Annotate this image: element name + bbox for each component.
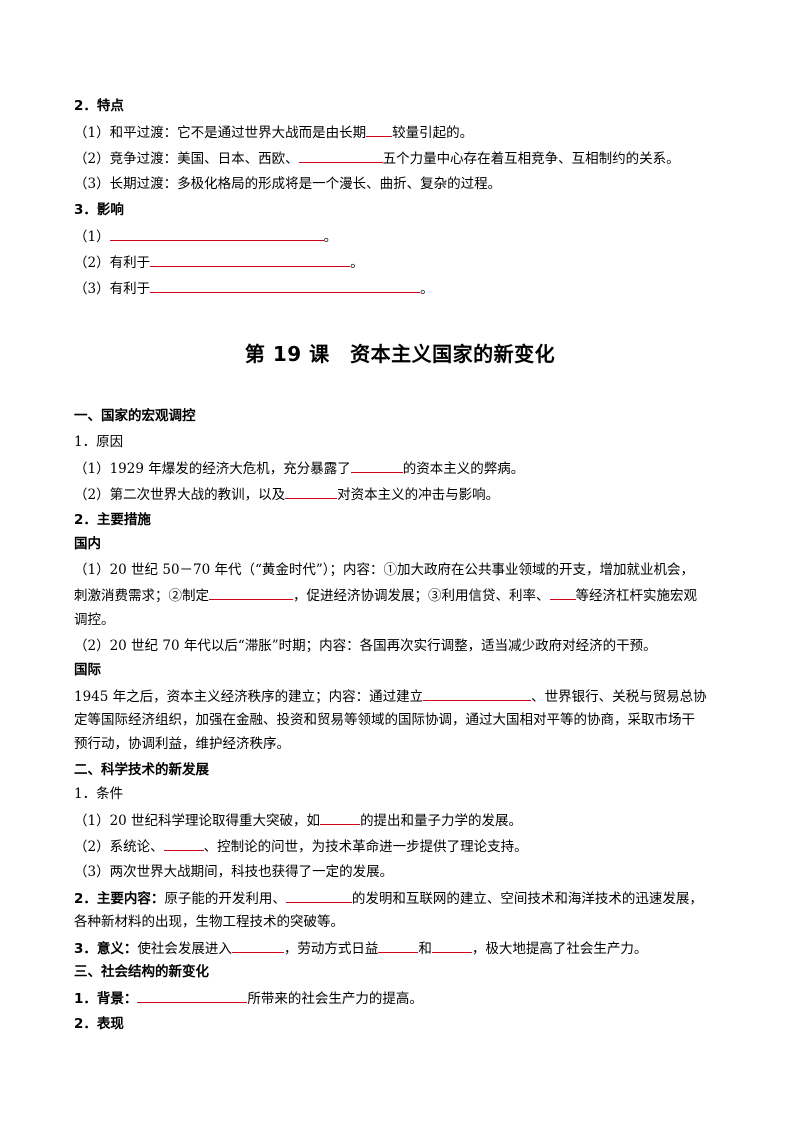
fill-blank[interactable] bbox=[549, 585, 576, 600]
fill-blank[interactable] bbox=[350, 458, 403, 473]
label-domestic: 国内 bbox=[74, 536, 101, 552]
domestic-item-1-line-2: 刺激消费需求；②制定，促进经济协调发展；③利用信贷、利率、等经济杠杆实施宏观 bbox=[74, 585, 697, 606]
fill-blank[interactable] bbox=[431, 938, 472, 953]
reason-item-2: （2）第二次世界大战的教训，以及对资本主义的冲击与影响。 bbox=[74, 484, 499, 505]
domestic-item-1-line-1: （1）20 世纪 50－70 年代（“黄金时代”）；内容：①加大政府在公共事业领… bbox=[74, 562, 695, 578]
domestic-item-1-line-3: 调控。 bbox=[74, 612, 115, 628]
fill-blank[interactable] bbox=[423, 686, 532, 701]
condition-item-2: （2）系统论、、控制论的问世，为技术革命进一步提供了理论支持。 bbox=[74, 836, 528, 857]
paragraph-competitive-transition: （2）竞争过渡：美国、日本、西欧、五个力量中心存在着互相竞争、互相制约的关系。 bbox=[74, 148, 680, 169]
section-heading-macro-control: 一、国家的宏观调控 bbox=[74, 408, 196, 424]
section-heading-science-tech: 二、科学技术的新发展 bbox=[74, 762, 209, 778]
heading-reason: 1．原因 bbox=[74, 434, 124, 450]
main-content-line-2: 各种新材料的出现，生物工程技术的突破等。 bbox=[74, 914, 344, 930]
paragraph-long-transition: （3）长期过渡：多极化格局的形成将是一个漫长、曲折、复杂的过程。 bbox=[74, 176, 502, 192]
label-international: 国际 bbox=[74, 662, 101, 678]
condition-item-3: （3）两次世界大战期间，科技也获得了一定的发展。 bbox=[74, 864, 394, 880]
domestic-item-2: （2）20 世纪 70 年代以后“滞胀”时期；内容：各国再次实行调整，适当减少政… bbox=[74, 638, 657, 654]
fill-blank[interactable] bbox=[366, 122, 393, 137]
fill-blank[interactable] bbox=[285, 484, 338, 499]
heading-features: 2．特点 bbox=[74, 98, 124, 114]
heading-measures: 2．主要措施 bbox=[74, 512, 151, 528]
influence-item-1: （1）。 bbox=[74, 226, 337, 247]
background-line: 1．背景：所带来的社会生产力的提高。 bbox=[74, 988, 423, 1009]
fill-blank[interactable] bbox=[109, 226, 324, 241]
fill-blank[interactable] bbox=[285, 888, 352, 903]
fill-blank[interactable] bbox=[163, 836, 204, 851]
fill-blank[interactable] bbox=[137, 988, 248, 1003]
fill-blank[interactable] bbox=[231, 938, 284, 953]
international-line-1: 1945 年之后，资本主义经济秩序的建立；内容：通过建立、世界银行、关税与贸易总… bbox=[74, 686, 707, 707]
heading-influence: 3．影响 bbox=[74, 202, 124, 218]
fill-blank[interactable] bbox=[320, 810, 361, 825]
heading-conditions: 1．条件 bbox=[74, 786, 124, 802]
significance-line: 3．意义：使社会发展进入，劳动方式日益和，极大地提高了社会生产力。 bbox=[74, 938, 647, 959]
influence-item-2: （2）有利于。 bbox=[74, 252, 364, 273]
condition-item-1: （1）20 世纪科学理论取得重大突破，如的提出和量子力学的发展。 bbox=[74, 810, 522, 831]
lesson-title: 第 19 课 资本主义国家的新变化 bbox=[244, 342, 556, 366]
reason-item-1: （1）1929 年爆发的经济大危机，充分暴露了的资本主义的弊病。 bbox=[74, 458, 524, 479]
section-heading-social-structure: 三、社会结构的新变化 bbox=[74, 964, 209, 980]
fill-blank[interactable] bbox=[150, 252, 351, 267]
fill-blank[interactable] bbox=[209, 585, 293, 600]
international-line-3: 预行动，协调利益，维护经济秩序。 bbox=[74, 736, 290, 752]
fill-blank[interactable] bbox=[378, 938, 419, 953]
heading-performance: 2．表现 bbox=[74, 1016, 124, 1032]
international-line-2: 定等国际经济组织，加强在金融、投资和贸易等领域的国际协调，通过大国相对平等的协商… bbox=[74, 712, 695, 728]
fill-blank[interactable] bbox=[150, 278, 421, 293]
main-content-line-1: 2．主要内容：原子能的开发利用、的发明和互联网的建立、空间技术和海洋技术的迅速发… bbox=[74, 888, 703, 909]
paragraph-peaceful-transition: （1）和平过渡：它不是通过世界大战而是由长期较量引起的。 bbox=[74, 122, 473, 143]
influence-item-3: （3）有利于。 bbox=[74, 278, 434, 299]
fill-blank[interactable] bbox=[298, 148, 383, 163]
